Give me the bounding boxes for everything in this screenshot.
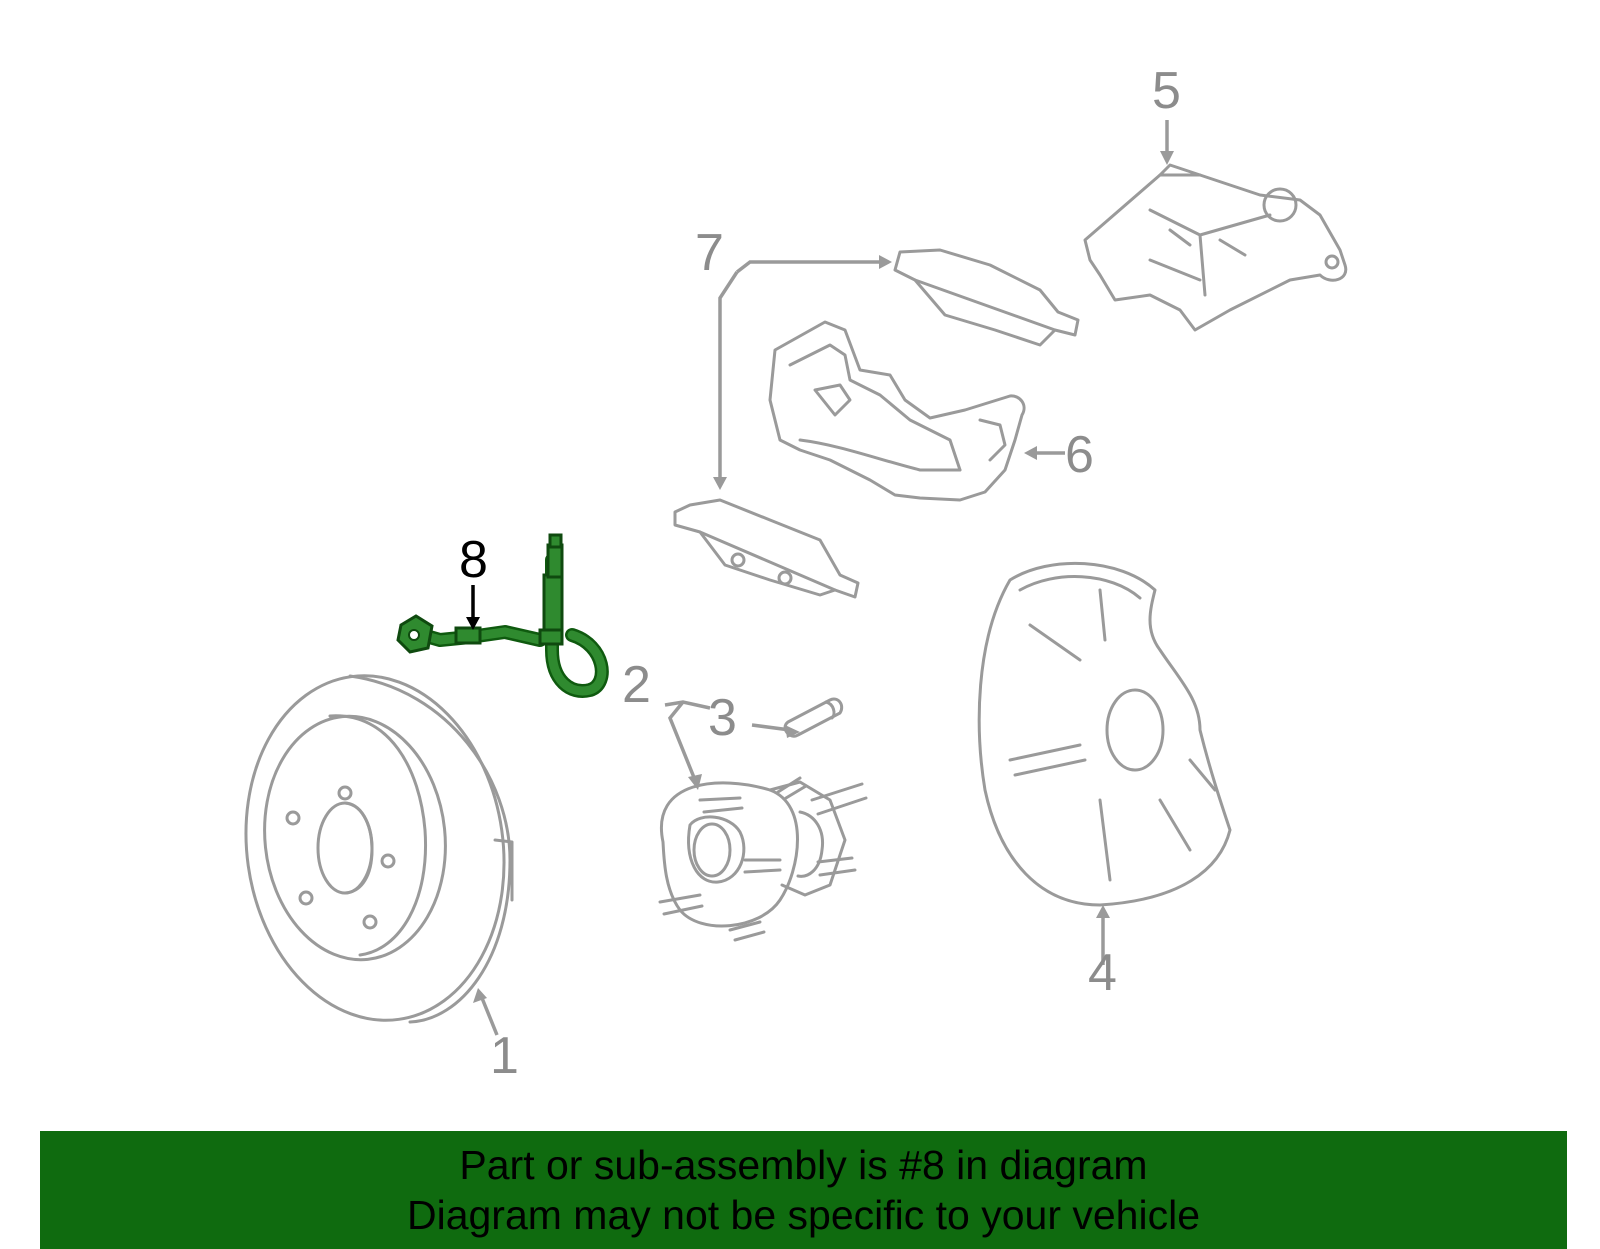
callout-1: 1	[490, 1027, 519, 1085]
brake-pads	[673, 248, 1080, 599]
callout-3: 3	[708, 689, 737, 747]
callout-8: 8	[459, 531, 488, 589]
hub-bearing-assembly	[658, 776, 868, 942]
caliper-bracket	[768, 320, 1026, 502]
callout-2: 2	[622, 656, 651, 714]
callout-leaders	[466, 120, 1174, 1036]
callout-7: 7	[695, 224, 724, 282]
banner-line-1: Part or sub-assembly is #8 in diagram	[459, 1142, 1148, 1188]
brake-rotor	[244, 674, 514, 1024]
brake-hose	[396, 533, 609, 698]
info-banner: Part or sub-assembly is #8 in diagram Di…	[40, 1131, 1567, 1249]
parts-diagram: 1 2 3 4 5 6 7 8	[244, 62, 1348, 1085]
callout-4: 4	[1088, 944, 1117, 1002]
callout-5: 5	[1152, 62, 1181, 120]
callout-6: 6	[1065, 426, 1094, 484]
dust-shield	[977, 561, 1232, 907]
banner-line-2: Diagram may not be specific to your vehi…	[406, 1192, 1200, 1238]
brake-caliper	[1083, 163, 1348, 332]
